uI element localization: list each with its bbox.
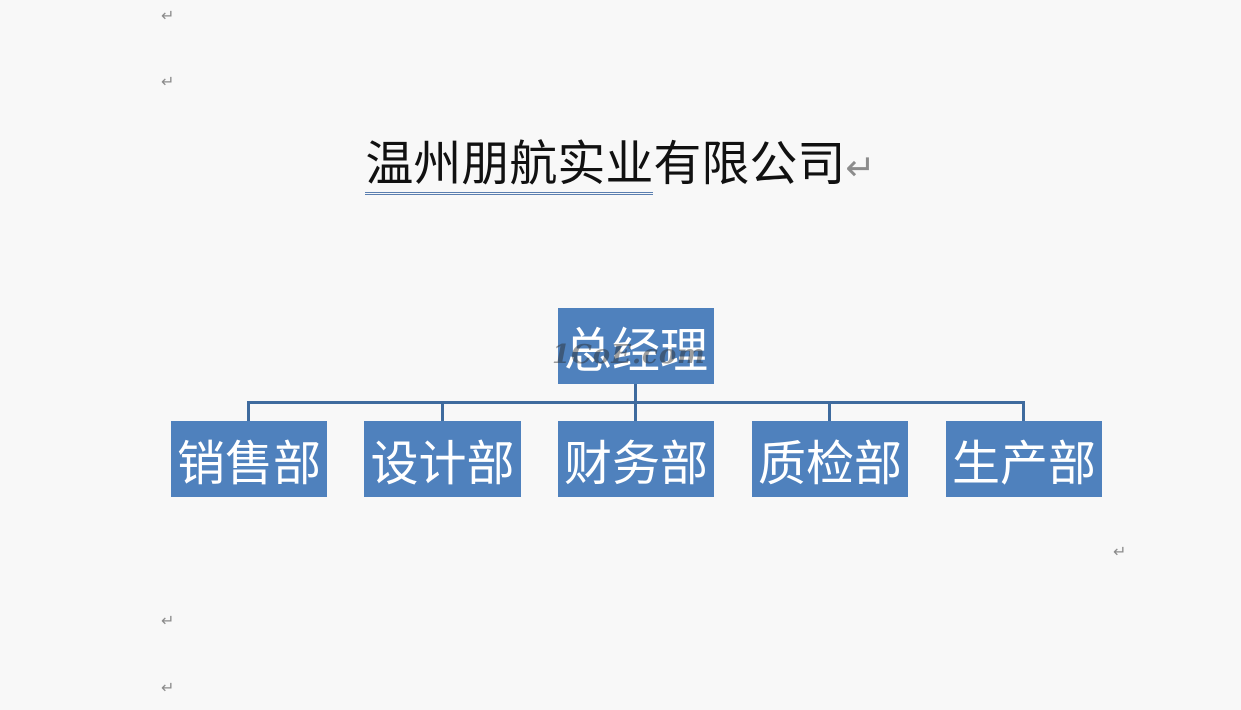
- org-node-design[interactable]: 设计部: [364, 421, 521, 497]
- org-node-general-manager[interactable]: 总经理: [558, 308, 714, 384]
- paragraph-mark: ↵: [845, 148, 876, 189]
- branch-connector: [441, 401, 444, 421]
- org-node-quality[interactable]: 质检部: [752, 421, 908, 497]
- branch-connector: [828, 401, 831, 421]
- org-node-production[interactable]: 生产部: [946, 421, 1102, 497]
- watermark: 1CoE.com: [552, 340, 706, 370]
- paragraph-mark: ↵: [161, 678, 175, 697]
- branch-connector: [247, 401, 250, 421]
- title-company-name: 温州朋航实业: [365, 136, 654, 195]
- paragraph-mark: ↵: [161, 611, 175, 630]
- paragraph-mark: ↵: [161, 72, 175, 91]
- paragraph-mark: ↵: [161, 6, 175, 25]
- paragraph-mark: ↵: [1113, 542, 1127, 561]
- org-node-finance[interactable]: 财务部: [558, 421, 714, 497]
- root-connector: [634, 383, 637, 403]
- document-title[interactable]: 温州朋航实业有限公司↵: [0, 132, 1241, 201]
- branch-connector: [1022, 401, 1025, 421]
- branch-connector: [634, 401, 637, 421]
- title-company-suffix: 有限公司: [653, 136, 846, 192]
- org-node-sales[interactable]: 销售部: [171, 421, 327, 497]
